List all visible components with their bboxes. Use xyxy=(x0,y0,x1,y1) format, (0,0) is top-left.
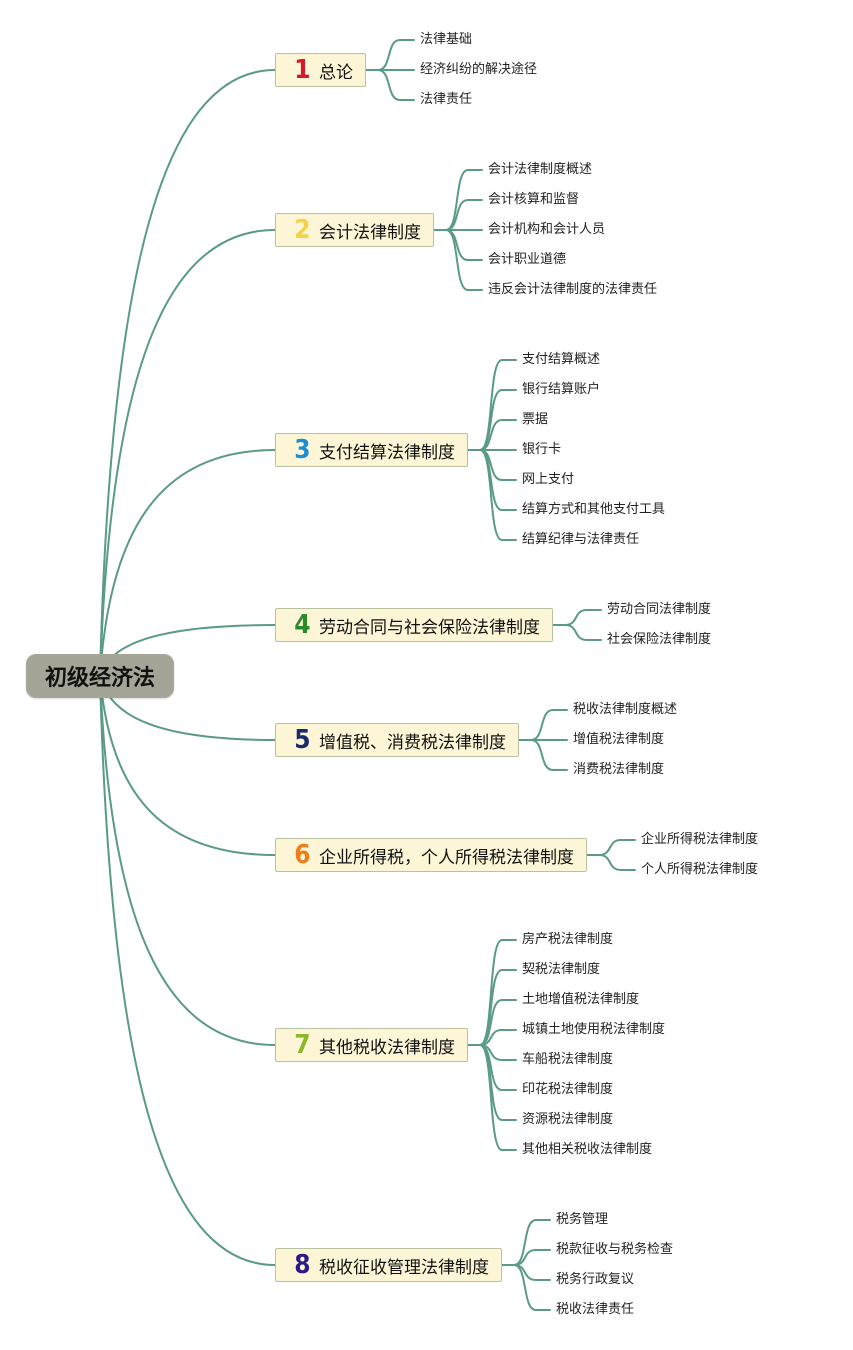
topic-6-number: 6 xyxy=(294,840,311,870)
subtopic-item[interactable]: 税务管理 xyxy=(556,1212,609,1227)
topic-4-child-2-connector xyxy=(564,624,602,641)
subtopic-item[interactable]: 法律责任 xyxy=(420,92,473,107)
root-label: 初级经济法 xyxy=(44,666,155,691)
subtopic-item[interactable]: 土地增值税法律制度 xyxy=(522,992,640,1007)
subtopic-item[interactable]: 社会保险法律制度 xyxy=(607,632,712,647)
topic-4-title: 劳动合同与社会保险法律制度 xyxy=(319,617,540,638)
topic-8-child-4-connector xyxy=(513,1264,551,1311)
topic-7-number: 7 xyxy=(294,1030,311,1060)
topic-4[interactable]: 4 劳动合同与社会保险法律制度 xyxy=(275,608,553,642)
topic-6-child-1-connector xyxy=(598,839,636,856)
topic-3-child-7-connector xyxy=(479,449,517,541)
subtopic-item[interactable]: 消费税法律制度 xyxy=(573,762,665,777)
root-to-topic-7-connector xyxy=(99,675,276,1046)
subtopic-item[interactable]: 会计法律制度概述 xyxy=(488,162,593,177)
root-node[interactable]: 初级经济法 xyxy=(26,654,174,698)
subtopic-item[interactable]: 银行卡 xyxy=(522,442,562,457)
subtopic-item[interactable]: 劳动合同法律制度 xyxy=(607,602,712,617)
topic-1-child-1-connector xyxy=(377,39,415,71)
subtopic-item[interactable]: 契税法律制度 xyxy=(522,962,601,977)
root-to-topic-2-connector xyxy=(99,229,276,677)
root-to-topic-3-connector xyxy=(99,449,276,677)
subtopic-item[interactable]: 房产税法律制度 xyxy=(522,932,614,947)
topic-3-number: 3 xyxy=(294,435,311,465)
topic-8-title: 税收征收管理法律制度 xyxy=(319,1257,489,1278)
subtopic-item[interactable]: 车船税法律制度 xyxy=(522,1052,614,1067)
topic-6-title: 企业所得税，个人所得税法律制度 xyxy=(319,847,574,868)
subtopic-item[interactable]: 法律基础 xyxy=(420,32,473,47)
subtopic-item[interactable]: 违反会计法律制度的法律责任 xyxy=(488,282,658,297)
topic-1-title: 总论 xyxy=(319,62,353,83)
topic-4-child-1-connector xyxy=(564,609,602,626)
topic-7-title: 其他税收法律制度 xyxy=(319,1037,455,1058)
subtopic-item[interactable]: 会计职业道德 xyxy=(488,252,567,267)
root-to-topic-8-connector xyxy=(99,675,276,1266)
subtopic-item[interactable]: 支付结算概述 xyxy=(522,352,601,367)
topic-2-title: 会计法律制度 xyxy=(319,222,421,243)
subtopic-item[interactable]: 城镇土地使用税法律制度 xyxy=(522,1022,666,1037)
subtopic-item[interactable]: 网上支付 xyxy=(522,472,575,487)
topic-6-child-2-connector xyxy=(598,854,636,871)
subtopic-item[interactable]: 税款征收与税务检查 xyxy=(556,1242,674,1257)
topic-6[interactable]: 6 企业所得税，个人所得税法律制度 xyxy=(275,838,587,872)
subtopic-item[interactable]: 印花税法律制度 xyxy=(522,1082,614,1097)
subtopic-item[interactable]: 银行结算账户 xyxy=(522,382,601,397)
subtopic-item[interactable]: 企业所得税法律制度 xyxy=(641,832,759,847)
topic-5-title: 增值税、消费税法律制度 xyxy=(319,732,506,753)
topic-3-child-2-connector xyxy=(479,389,517,451)
topic-5-number: 5 xyxy=(294,725,311,755)
subtopic-item[interactable]: 资源税法律制度 xyxy=(522,1112,614,1127)
subtopic-item[interactable]: 税收法律制度概述 xyxy=(573,702,678,717)
root-to-topic-1-connector xyxy=(99,69,276,677)
topic-2-child-1-connector xyxy=(445,169,483,231)
topic-1-child-3-connector xyxy=(377,69,415,101)
topic-1-number: 1 xyxy=(294,55,311,85)
subtopic-item[interactable]: 会计核算和监督 xyxy=(488,192,580,207)
topic-3-title: 支付结算法律制度 xyxy=(319,442,455,463)
topic-8-number: 8 xyxy=(294,1250,311,1280)
subtopic-item[interactable]: 个人所得税法律制度 xyxy=(641,862,759,877)
subtopic-item[interactable]: 其他相关税收法律制度 xyxy=(522,1142,653,1157)
topic-2-number: 2 xyxy=(294,215,311,245)
subtopic-item[interactable]: 税务行政复议 xyxy=(556,1272,635,1287)
subtopic-item[interactable]: 税收法律责任 xyxy=(556,1302,635,1317)
topic-5-child-3-connector xyxy=(530,739,568,771)
topic-3[interactable]: 3 支付结算法律制度 xyxy=(275,433,468,467)
topic-8[interactable]: 8 税收征收管理法律制度 xyxy=(275,1248,502,1282)
topic-1[interactable]: 1 总论 xyxy=(275,53,366,87)
topic-3-child-1-connector xyxy=(479,359,517,451)
topic-8-child-1-connector xyxy=(513,1219,551,1266)
subtopic-item[interactable]: 结算方式和其他支付工具 xyxy=(522,502,666,517)
topic-7-child-8-connector xyxy=(479,1044,517,1151)
topic-2-child-2-connector xyxy=(445,199,483,231)
topic-2-child-5-connector xyxy=(445,229,483,291)
subtopic-item[interactable]: 票据 xyxy=(522,412,549,427)
subtopic-item[interactable]: 会计机构和会计人员 xyxy=(488,222,606,237)
subtopic-item[interactable]: 经济纠纷的解决途径 xyxy=(420,62,538,77)
topic-5[interactable]: 5 增值税、消费税法律制度 xyxy=(275,723,519,757)
topic-4-number: 4 xyxy=(294,610,311,640)
topic-7[interactable]: 7 其他税收法律制度 xyxy=(275,1028,468,1062)
topic-5-child-1-connector xyxy=(530,709,568,741)
topic-3-child-3-connector xyxy=(479,419,517,451)
root-to-topic-6-connector xyxy=(99,675,276,856)
topic-2[interactable]: 2 会计法律制度 xyxy=(275,213,434,247)
subtopic-item[interactable]: 增值税法律制度 xyxy=(573,732,665,747)
topic-7-child-2-connector xyxy=(479,969,517,1046)
subtopic-item[interactable]: 结算纪律与法律责任 xyxy=(522,532,640,547)
